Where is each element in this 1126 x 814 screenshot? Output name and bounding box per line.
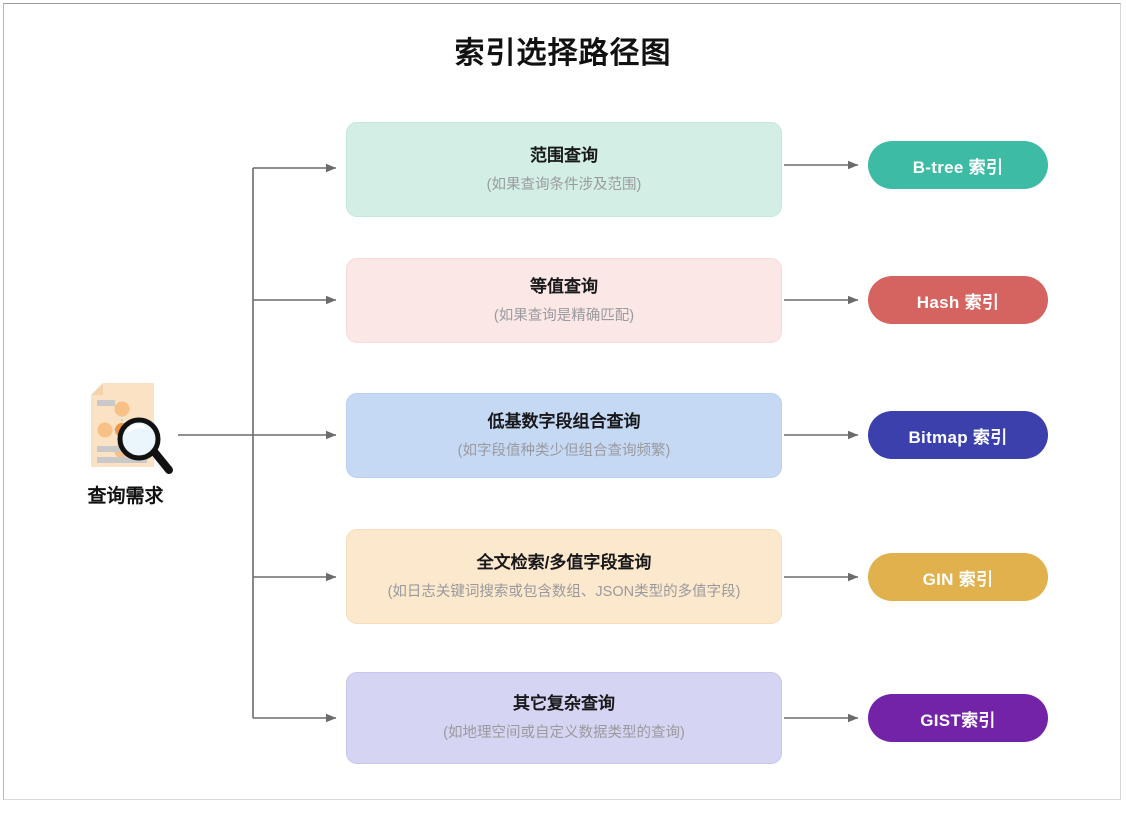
source-node: 查询需求 bbox=[48, 375, 203, 508]
result-label: B-tree 索引 bbox=[912, 157, 1004, 177]
source-label: 查询需求 bbox=[87, 486, 164, 507]
result-pill-gin[interactable]: GIN 索引 bbox=[868, 553, 1048, 601]
condition-box-fulltext[interactable]: 全文检索/多值字段查询 (如日志关键词搜索或包含数组、JSON类型的多值字段) bbox=[346, 529, 782, 624]
condition-box-low-cardinality[interactable]: 低基数字段组合查询 (如字段值种类少但组合查询频繁) bbox=[346, 393, 782, 478]
condition-box-range[interactable]: 范围查询 (如果查询条件涉及范围) bbox=[346, 122, 782, 217]
result-label: GIST索引 bbox=[920, 710, 996, 730]
page-title: 索引选择路径图 bbox=[454, 37, 672, 70]
condition-box-equality[interactable]: 等值查询 (如果查询是精确匹配) bbox=[346, 258, 782, 343]
condition-subtitle: (如果查询是精确匹配) bbox=[493, 307, 635, 324]
condition-title: 全文检索/多值字段查询 bbox=[476, 552, 652, 572]
result-label: Bitmap 索引 bbox=[908, 427, 1008, 447]
condition-title: 范围查询 bbox=[530, 145, 598, 165]
condition-title: 等值查询 bbox=[530, 276, 598, 296]
result-pill-bitmap[interactable]: Bitmap 索引 bbox=[868, 411, 1048, 459]
condition-subtitle: (如字段值种类少但组合查询频繁) bbox=[457, 442, 671, 459]
condition-title: 低基数字段组合查询 bbox=[487, 411, 641, 431]
result-pill-hash[interactable]: Hash 索引 bbox=[868, 276, 1048, 324]
document-search-icon bbox=[76, 375, 176, 475]
condition-subtitle: (如果查询条件涉及范围) bbox=[486, 176, 642, 193]
condition-box-other-complex[interactable]: 其它复杂查询 (如地理空间或自定义数据类型的查询) bbox=[346, 672, 782, 764]
result-label: GIN 索引 bbox=[922, 569, 994, 589]
result-label: Hash 索引 bbox=[916, 292, 1000, 312]
condition-title: 其它复杂查询 bbox=[513, 694, 615, 714]
result-pill-gist[interactable]: GIST索引 bbox=[868, 694, 1048, 742]
condition-subtitle: (如日志关键词搜索或包含数组、JSON类型的多值字段) bbox=[387, 583, 741, 600]
condition-subtitle: (如地理空间或自定义数据类型的查询) bbox=[443, 725, 685, 742]
result-pill-btree[interactable]: B-tree 索引 bbox=[868, 141, 1048, 189]
